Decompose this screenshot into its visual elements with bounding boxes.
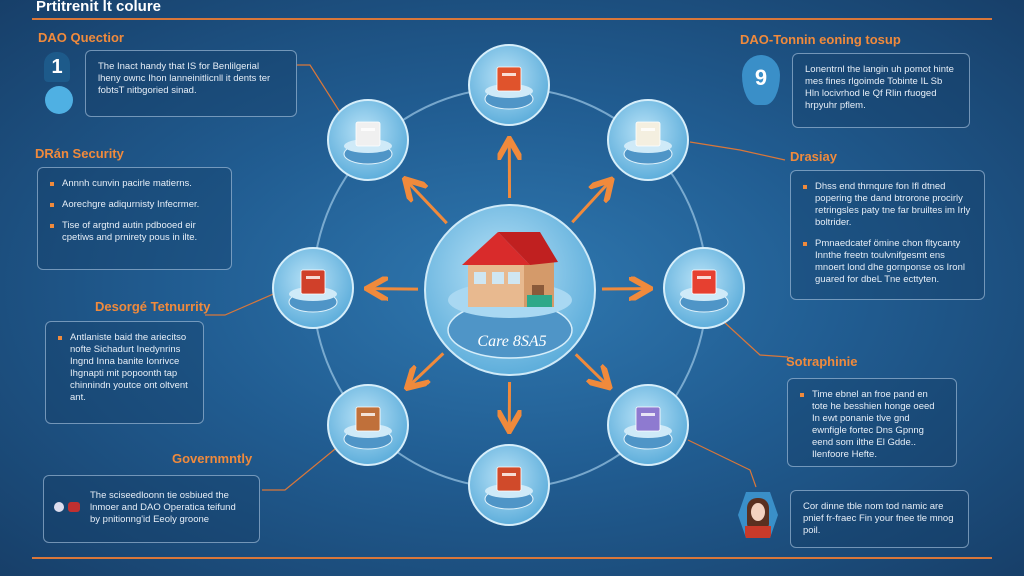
security-heading: DRán Security bbox=[35, 146, 124, 161]
documents-icon bbox=[635, 406, 661, 432]
lock-icon bbox=[68, 502, 80, 512]
sotra-box: Time ebnel an froe pand en tote he bessh… bbox=[787, 378, 957, 467]
hospital-icon bbox=[691, 269, 717, 295]
arrow bbox=[574, 353, 605, 383]
list-item: Dhss end thrnqure fon Ifl dtned popering… bbox=[803, 181, 972, 229]
list-item: Pmnaedcatef ömine chon fltycanty Innthe … bbox=[803, 238, 972, 286]
arrow bbox=[571, 184, 607, 224]
key-icon bbox=[54, 502, 64, 512]
node-top-right[interactable] bbox=[607, 99, 689, 181]
small-house-icon bbox=[300, 269, 326, 295]
desorge-box: Antlaniste baid the ariecitso nofte Sich… bbox=[45, 321, 204, 424]
document-icon bbox=[355, 121, 381, 147]
page-title: Prtitrenit lt colure bbox=[36, 0, 162, 15]
display-heading: Drasiay bbox=[790, 149, 837, 164]
node-top[interactable] bbox=[468, 44, 550, 126]
desorge-heading: Desorgé Tetnurrity bbox=[95, 299, 211, 314]
bottom-divider bbox=[32, 557, 992, 559]
top-divider bbox=[32, 18, 992, 20]
arrow bbox=[409, 184, 448, 225]
center-label: Care 8SA5 bbox=[477, 333, 546, 350]
dao-question-heading: DAO Quectior bbox=[38, 30, 124, 45]
gift-box-icon bbox=[496, 66, 522, 92]
security-box: Annnh cunvin pacirle matierns. Aorechgre … bbox=[37, 167, 232, 270]
open-book-icon bbox=[635, 121, 661, 147]
woman-avatar-icon bbox=[738, 492, 778, 538]
node-bottom-left[interactable] bbox=[327, 384, 409, 466]
center-node[interactable]: Care 8SA5 bbox=[424, 204, 596, 376]
governance-box: The sciseedloonn tie osbiued the lnmoer … bbox=[43, 475, 260, 543]
sotra-heading: Sotraphinie bbox=[786, 354, 858, 369]
step-badge: 1 bbox=[44, 52, 70, 82]
list-item: Time ebnel an froe pand en tote he bessh… bbox=[800, 389, 944, 461]
arrow bbox=[411, 352, 445, 383]
node-left[interactable] bbox=[272, 247, 354, 329]
dao-heading: DAO-Tonnin eoning tosup bbox=[740, 32, 901, 47]
display-box: Dhss end thrnqure fon Ifl dtned popering… bbox=[790, 170, 985, 300]
list-item: Tise of argtnd autin pdbooed eir cpetiws… bbox=[50, 220, 219, 244]
badge-dot bbox=[45, 86, 73, 114]
governance-heading: Governmntly bbox=[172, 451, 253, 466]
plant-basket-icon bbox=[496, 466, 522, 492]
governance-text: The sciseedloonn tie osbiued the lnmoer … bbox=[90, 490, 236, 525]
list-item: Annnh cunvin pacirle matierns. bbox=[50, 178, 219, 190]
node-top-left[interactable] bbox=[327, 99, 409, 181]
node-right[interactable] bbox=[663, 247, 745, 329]
house-icon bbox=[462, 232, 558, 307]
flower-pot-icon bbox=[355, 406, 381, 432]
node-bottom[interactable] bbox=[468, 444, 550, 526]
dao-question-box: The Inact handy that IS for Benlilgerial… bbox=[85, 50, 297, 117]
list-item: Antlaniste baid the ariecitso nofte Sich… bbox=[58, 332, 191, 404]
list-item: Aorechgre adiqurnisty Infecrmer. bbox=[50, 199, 219, 211]
profile-box: Cor dinne tble nom tod namic are pnief f… bbox=[790, 490, 969, 548]
node-bottom-right[interactable] bbox=[607, 384, 689, 466]
dao-box: Lonentrnl the langin uh pomot hinte mes … bbox=[792, 53, 970, 128]
pin-badge: 9 bbox=[742, 55, 780, 105]
